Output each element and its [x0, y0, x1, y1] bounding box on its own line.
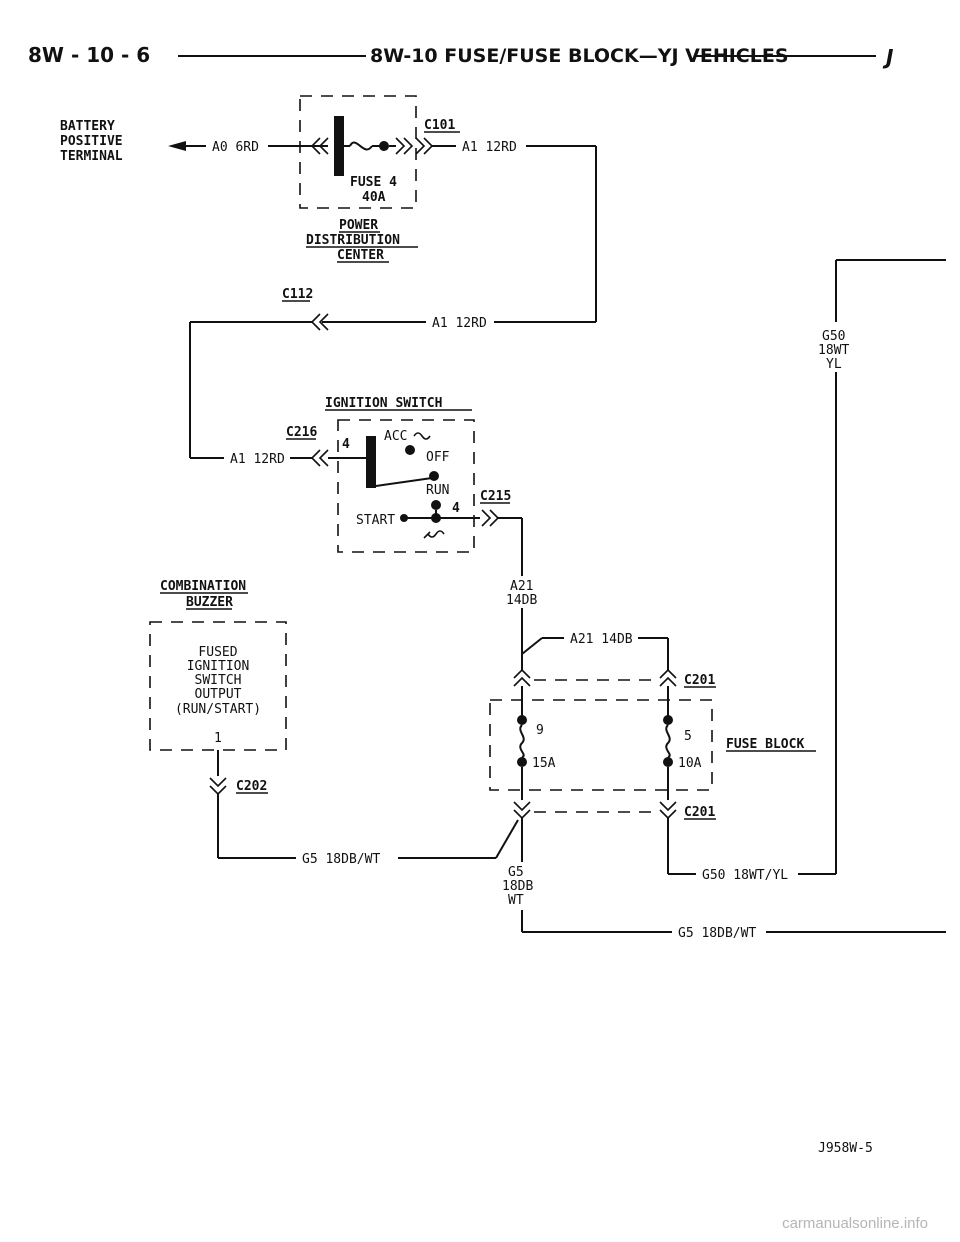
c101-connector-out: [415, 137, 434, 155]
fuse5-terminal-bottom: [663, 757, 673, 767]
ign-pin-left: 4: [342, 437, 350, 452]
ign-run-label: RUN: [426, 483, 449, 498]
c216-connector: [310, 449, 329, 467]
buzzer-title-1: COMBINATION: [160, 579, 246, 594]
fuse5-number: 5: [684, 729, 692, 744]
fuse4-label: FUSE 4: [350, 175, 397, 190]
fuse-block-outline: [489, 699, 713, 791]
c215-label: C215: [480, 489, 511, 504]
c201-bottom-right-connector: [659, 801, 677, 820]
wire-a21-splice: [521, 637, 543, 655]
battery-label-2: POSITIVE: [60, 134, 123, 149]
wire-g5-left-label: G5 18DB/WT: [302, 852, 380, 867]
fuse9-rating: 15A: [532, 756, 556, 771]
wire-g50-label-b: 18WT: [818, 343, 849, 358]
fuse4-rating: 40A: [362, 190, 386, 205]
figure-code: J958W-5: [818, 1141, 873, 1156]
buzzer-line-3: SWITCH: [195, 673, 242, 688]
buzzer-line-5: (RUN/START): [175, 702, 261, 717]
wire-g5-label-b: 18DB: [502, 879, 533, 894]
c201-top-right-connector: [659, 668, 677, 687]
fuse4-element: [349, 141, 373, 151]
pdc-internal-connector: [395, 137, 414, 155]
wire-a0-label: A0 6RD: [212, 140, 259, 155]
wire-g5-bottom-label: G5 18DB/WT: [678, 926, 756, 941]
wire-g5-label-a: G5: [508, 865, 524, 880]
ign-switch-arm: [375, 477, 433, 487]
fuse5-rating: 10A: [678, 756, 702, 771]
acc-contact: [405, 445, 415, 455]
wire-g5-splice: [495, 819, 519, 859]
ign-pin-right: 4: [452, 501, 460, 516]
fuse5-terminal-top: [663, 715, 673, 725]
watermark: carmanualsonline.info: [782, 1215, 928, 1232]
wire-a1-ign-label: A1 12RD: [230, 452, 285, 467]
c201-bottom-label: C201: [684, 805, 715, 820]
buzzer-line-1: FUSED: [198, 645, 237, 660]
run-contact: [431, 500, 441, 510]
ign-busbar: [366, 436, 376, 488]
buzzer-outline: [149, 621, 287, 751]
pdc-name-2: DISTRIBUTION: [306, 233, 400, 248]
c215-connector: [481, 509, 500, 527]
fuse5-element: [665, 724, 671, 758]
wire-a21-fuse-label: A21 14DB: [570, 632, 633, 647]
fuse9-number: 9: [536, 723, 544, 738]
wire-g50-bottom-label: G50 18WT/YL: [702, 868, 788, 883]
ignition-outline: [337, 419, 475, 553]
c216-label: C216: [286, 425, 317, 440]
fuse4-terminal: [379, 141, 389, 151]
buzzer-title-2: BUZZER: [186, 595, 233, 610]
pdc-name-3: CENTER: [337, 248, 384, 263]
acc-symbol: [413, 432, 431, 440]
pdc-busbar: [334, 116, 344, 176]
ign-start-label: START: [356, 513, 395, 528]
wire-g50-label-a: G50: [822, 329, 845, 344]
c202-connector: [209, 777, 227, 796]
wire-a21-label-b: 14DB: [506, 593, 537, 608]
fuse9-element: [519, 724, 525, 758]
fuse-block-label: FUSE BLOCK: [726, 737, 804, 752]
fuse9-terminal-top: [517, 715, 527, 725]
c201-top-label: C201: [684, 673, 715, 688]
fuse9-terminal-bottom: [517, 757, 527, 767]
wire-a1-top-label: A1 12RD: [462, 140, 517, 155]
buzzer-line-4: OUTPUT: [195, 687, 242, 702]
ign-off-label: OFF: [426, 450, 450, 465]
off-contact: [429, 471, 439, 481]
pdc-name-1: POWER: [339, 218, 378, 233]
ignition-title: IGNITION SWITCH: [325, 396, 442, 411]
buzzer-line-2: IGNITION: [187, 659, 250, 674]
battery-label-1: BATTERY: [60, 119, 115, 134]
start-symbol: [423, 530, 445, 539]
c201-top-left-connector: [513, 668, 531, 687]
header-letter: J: [882, 45, 894, 69]
section-title: 8W-10 FUSE/FUSE BLOCK—YJ VEHICLES: [370, 45, 789, 67]
wire-a21-label-a: A21: [510, 579, 533, 594]
battery-label-3: TERMINAL: [60, 149, 123, 164]
buzzer-pin: 1: [214, 731, 222, 746]
wire-g5-label-c: WT: [508, 893, 524, 908]
c202-label: C202: [236, 779, 267, 794]
wire-g50-label-c: YL: [826, 357, 842, 372]
wire-a1-mid-label: A1 12RD: [432, 316, 487, 331]
c201-bottom-left-connector: [513, 801, 531, 820]
c101-label: C101: [424, 118, 455, 133]
pdc-outline: [299, 95, 417, 209]
battery-terminal-arrow: [168, 141, 186, 151]
page-code: 8W - 10 - 6: [28, 43, 150, 67]
c112-label: C112: [282, 287, 313, 302]
ign-acc-label: ACC: [384, 429, 407, 444]
